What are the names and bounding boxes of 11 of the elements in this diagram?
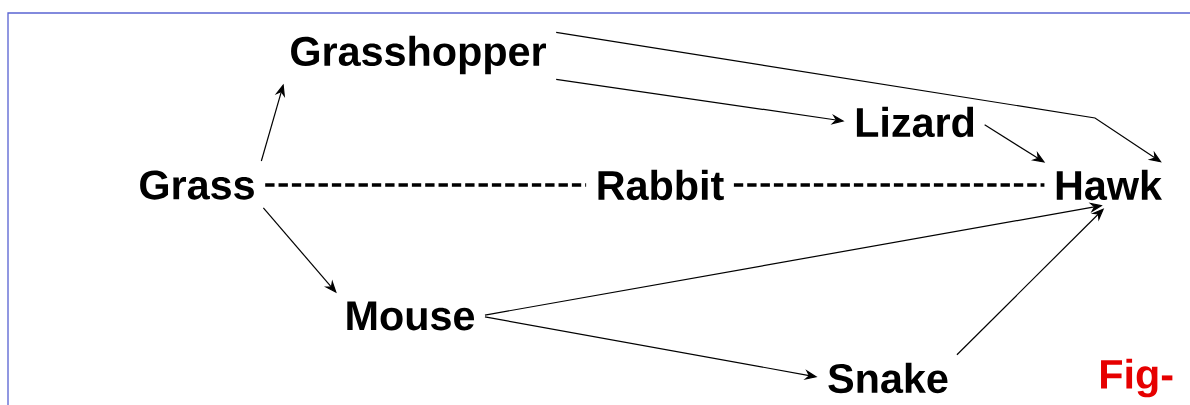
arrow (555, 31, 1162, 163)
organism-label: Snake (828, 362, 948, 394)
organism-label: Grass (140, 170, 254, 200)
dashed-line (733, 183, 1045, 187)
figure-label: Fig- (1101, 358, 1173, 398)
organism-label: Hawk (1056, 169, 1162, 201)
organism-label: Rabbit (598, 169, 724, 201)
organism-label: Lizard (856, 106, 974, 138)
dashed-line (265, 183, 587, 187)
organism-label: Grasshopper (291, 35, 546, 75)
organism-label: Mouse (347, 301, 475, 331)
